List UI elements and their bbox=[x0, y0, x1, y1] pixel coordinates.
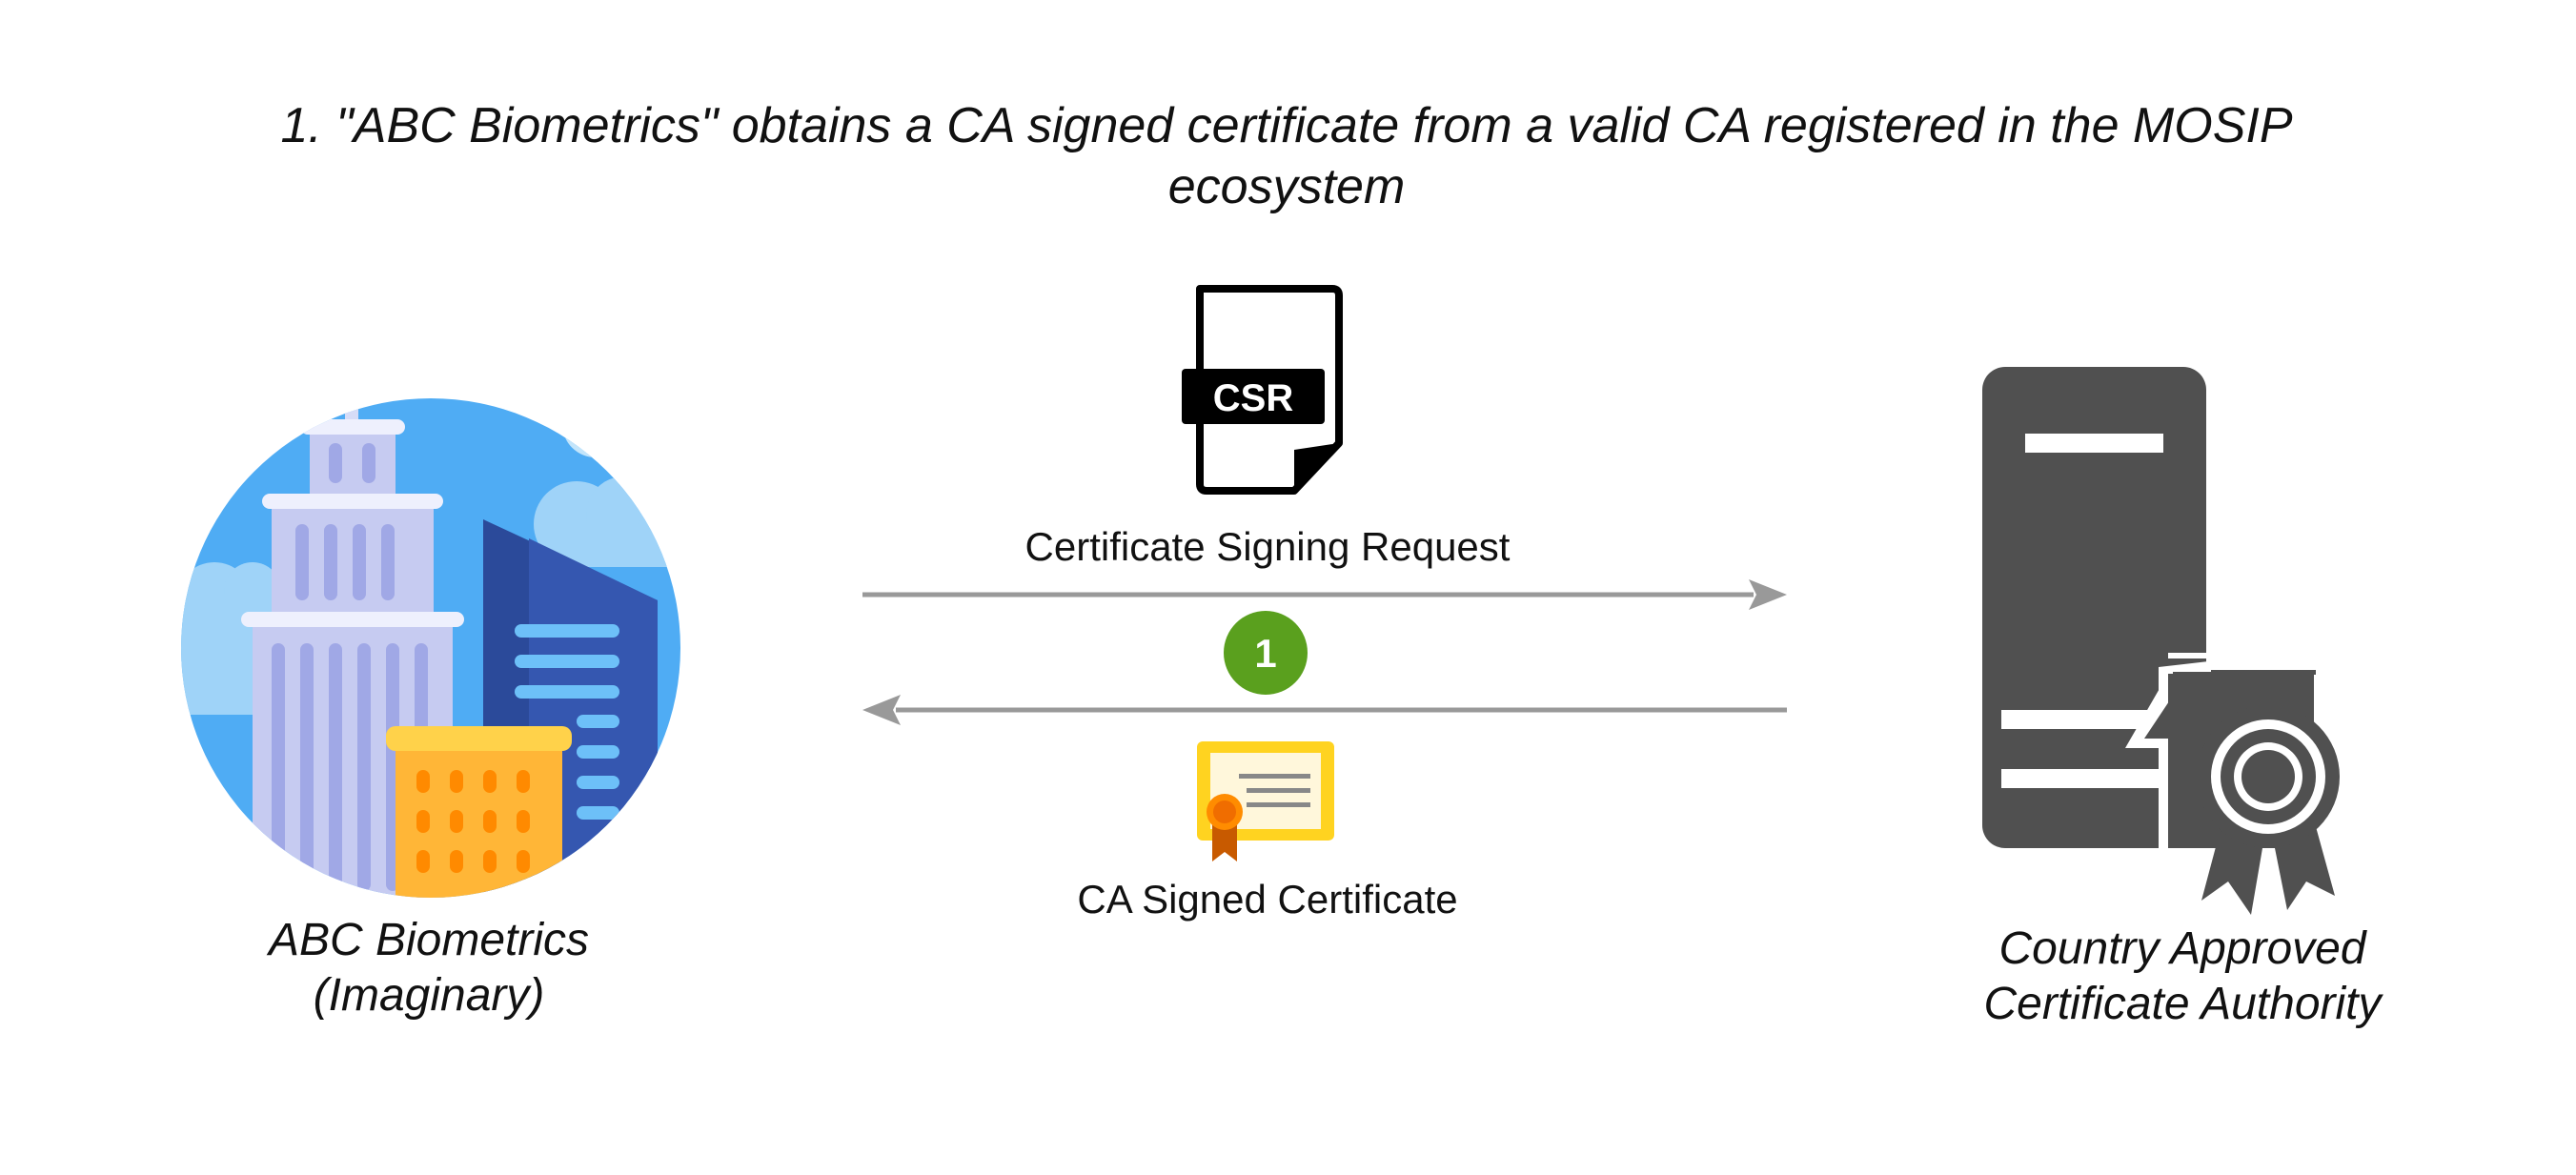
abc-biometrics-name: ABC Biometrics bbox=[268, 915, 590, 965]
csr-document-icon: CSR bbox=[1182, 285, 1343, 495]
server-certificate-icon bbox=[1982, 367, 2340, 915]
ca-label-line2: Certificate Authority bbox=[1983, 979, 2382, 1029]
building-icon bbox=[181, 398, 680, 898]
certificate-icon bbox=[1197, 741, 1334, 861]
abc-biometrics-label: ABC Biometrics (Imaginary) bbox=[143, 913, 715, 1023]
request-arrowhead bbox=[1749, 579, 1787, 610]
certificate-caption: CA Signed Certificate bbox=[1077, 877, 1458, 922]
step-badge bbox=[1224, 611, 1308, 695]
certificate-authority-label: Country Approved Certificate Authority bbox=[1839, 922, 2525, 1032]
abc-biometrics-note: (Imaginary) bbox=[313, 970, 545, 1021]
csr-icon-label: CSR bbox=[1213, 377, 1294, 419]
csr-caption: Certificate Signing Request bbox=[1024, 524, 1511, 569]
response-arrowhead bbox=[862, 695, 901, 725]
diagram-title: 1. "ABC Biometrics" obtains a CA signed … bbox=[280, 98, 2293, 214]
step-number: 1 bbox=[1254, 631, 1276, 676]
ca-label-line1: Country Approved bbox=[1998, 923, 2366, 974]
